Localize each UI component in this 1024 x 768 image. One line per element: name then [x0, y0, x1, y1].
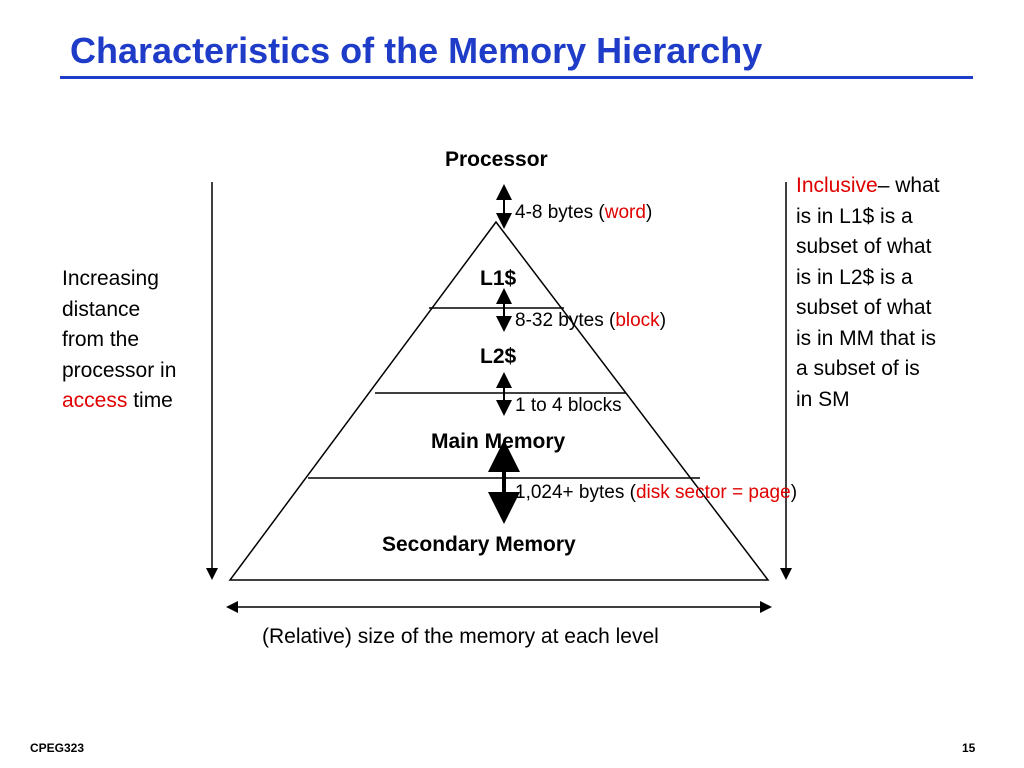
transfer-unit-block: block	[615, 310, 660, 331]
page-number: 15	[962, 741, 976, 755]
title-underline	[60, 76, 973, 79]
inclusive-highlight: Inclusive	[796, 174, 878, 197]
inclusive-note: Inclusive– what is in L1$ is a subset of…	[796, 174, 940, 411]
main-memory-label: Main Memory	[431, 430, 566, 453]
transfer-mm-sm: 1,024+ bytes (disk sector = page)	[515, 482, 798, 503]
transfer-unit-page: disk sector = page	[635, 482, 791, 503]
transfer-processor-l1: 4-8 bytes (word)	[515, 202, 653, 223]
l2-cache-label: L2$	[480, 345, 517, 368]
size-caption: (Relative) size of the memory at each le…	[262, 625, 659, 648]
transfer-l2-mm: 1 to 4 blocks	[515, 395, 622, 416]
pyramid-outline	[228, 220, 770, 581]
distance-note: Increasing distance from the processor i…	[62, 267, 177, 412]
secondary-memory-label: Secondary Memory	[382, 533, 576, 556]
processor-label: Processor	[445, 148, 548, 171]
course-code: CPEG323	[30, 741, 85, 755]
access-highlight: access	[62, 389, 128, 412]
transfer-unit-word: word	[604, 202, 646, 223]
l1-cache-label: L1$	[480, 267, 517, 290]
transfer-l1-l2: 8-32 bytes (block)	[515, 310, 667, 331]
page-title: Characteristics of the Memory Hierarchy	[70, 30, 763, 71]
